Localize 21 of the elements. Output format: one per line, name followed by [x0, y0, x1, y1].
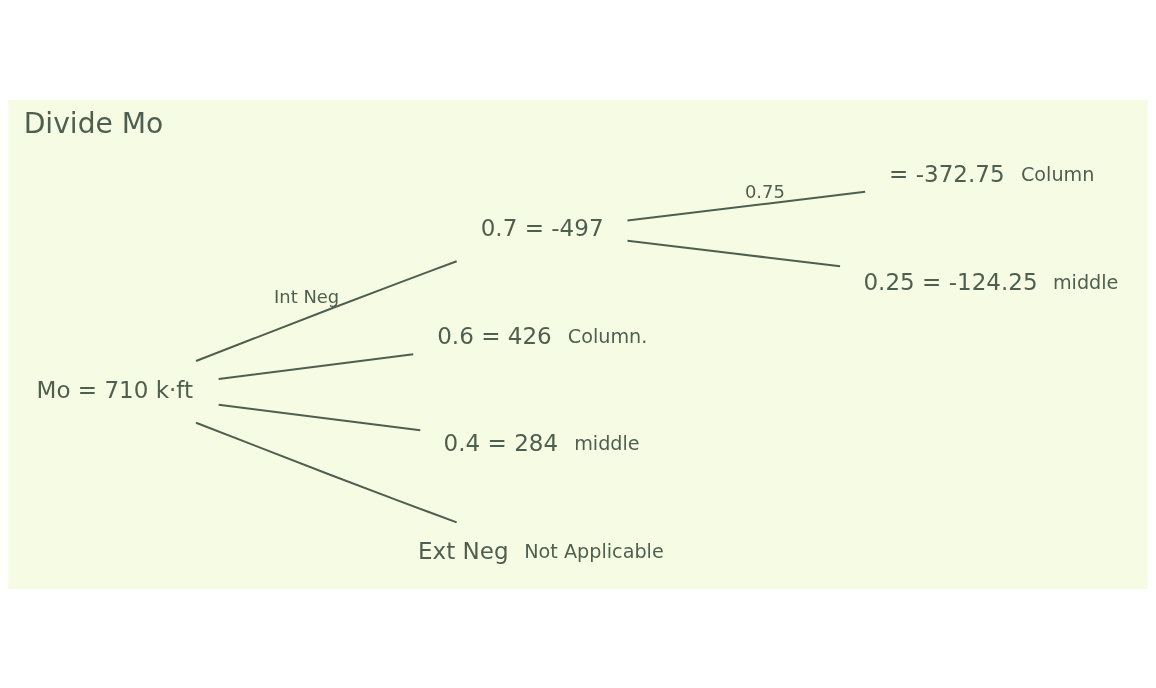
node-text: 0.6 = 426: [437, 322, 552, 349]
connector: [627, 239, 841, 267]
edge-label: 0.75: [744, 180, 785, 202]
diagram-title: Divide Mo: [23, 106, 164, 140]
node-text: 0.7 = -497: [480, 214, 604, 241]
edge-label: Int Neg: [274, 285, 340, 307]
connector: [195, 259, 458, 362]
connector: [218, 403, 421, 431]
node-label: Column.: [567, 324, 648, 348]
connector: [195, 421, 458, 523]
node-text: Mo = 710 k·ft: [36, 376, 194, 402]
connector: [218, 352, 414, 380]
node-label: middle: [574, 431, 640, 455]
node-label: middle: [1052, 270, 1119, 294]
node-text: = -372.75: [889, 160, 1005, 187]
connector: [627, 190, 866, 221]
node-label: Not Applicable: [524, 539, 664, 563]
node-text: 0.25 = -124.25: [863, 268, 1038, 295]
node-label: Column: [1020, 162, 1095, 186]
node-text: 0.4 = 284: [443, 429, 559, 456]
node-text: Ext Neg: [417, 537, 509, 564]
